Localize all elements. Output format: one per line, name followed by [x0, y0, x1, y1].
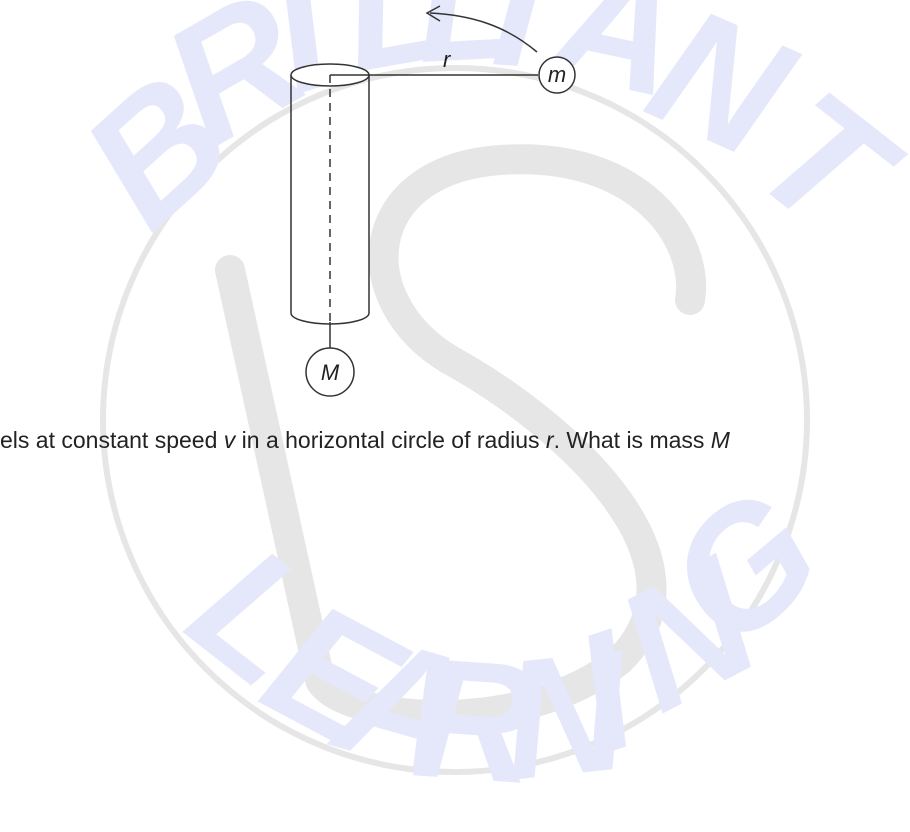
question-var-mass: M [711, 427, 731, 453]
watermark-emblem-ring [100, 65, 810, 775]
watermark-bottom-letter: N [494, 615, 639, 817]
large-mass-label: M [321, 360, 340, 385]
watermark-bottom-text: L E A R N I N G [157, 453, 855, 821]
watermark-emblem [100, 65, 810, 775]
question-part-1: els at constant speed [0, 427, 224, 453]
question-text: els at constant speed v in a horizontal … [0, 427, 731, 453]
rotation-arrow [429, 12, 538, 53]
small-mass-label: m [548, 62, 566, 87]
small-mass-circle [538, 56, 576, 94]
physics-diagram [290, 5, 576, 397]
watermark-top-letter: L [412, 0, 526, 99]
question-part-3: . What is mass [554, 427, 711, 453]
question-part-2: in a horizontal circle of radius [235, 427, 546, 453]
question-var-speed: v [224, 427, 237, 453]
watermark-bottom-letter: R [407, 622, 543, 820]
watermark-top-text: B R I L L I A N T [48, 0, 910, 276]
rotation-arrow-head [425, 5, 441, 22]
question-var-radius: r [546, 427, 555, 453]
large-mass-circle [305, 347, 355, 397]
watermark-emblem-s-stroke [215, 144, 707, 730]
radius-label: r [443, 47, 452, 72]
